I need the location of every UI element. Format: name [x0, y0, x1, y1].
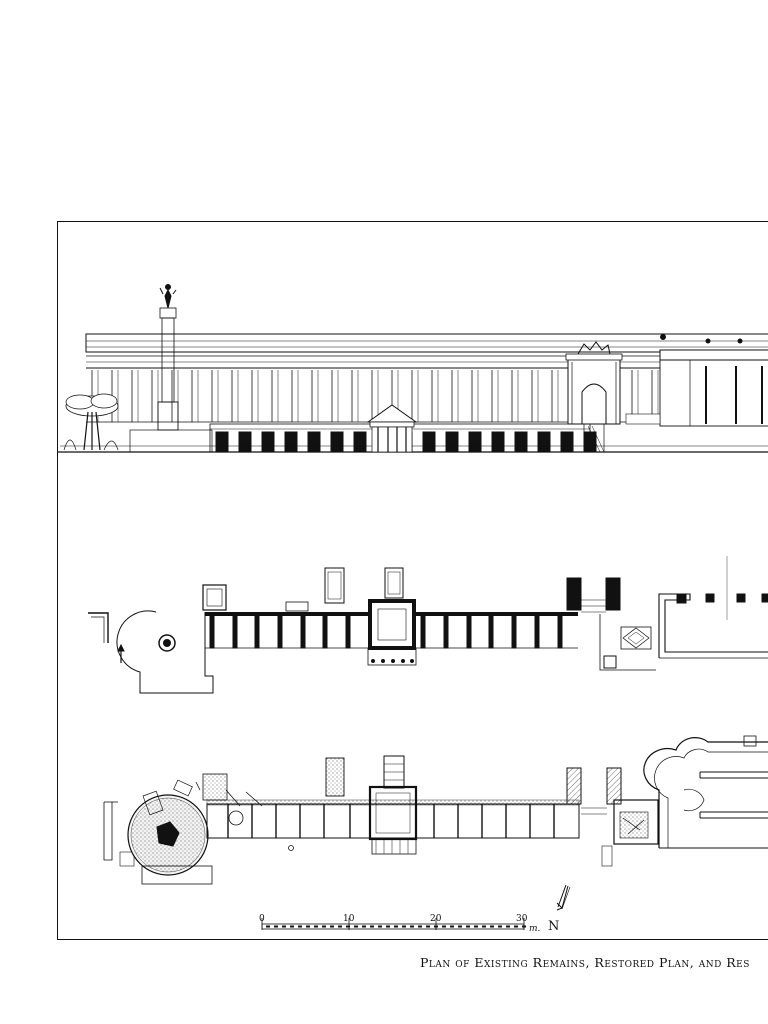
scale-tick-0: 0 — [259, 914, 265, 924]
podium-bay — [422, 431, 436, 453]
scale-bar: 0 10 20 30 m. — [259, 914, 541, 934]
podium-bay — [583, 431, 597, 453]
restored-elevation — [60, 284, 768, 453]
pier — [300, 613, 306, 649]
podium-bay — [468, 431, 482, 453]
pier — [534, 613, 540, 649]
pier — [557, 613, 563, 649]
podium-bay — [284, 431, 298, 453]
podium-bay — [537, 431, 551, 453]
podium-bay — [560, 431, 574, 453]
north-arrow-icon: N — [548, 884, 571, 934]
pier — [511, 613, 517, 649]
podium-bay — [353, 431, 367, 453]
podium-bay — [491, 431, 505, 453]
scale-unit: m. — [529, 924, 541, 934]
podium-bay — [238, 431, 252, 453]
pier — [277, 613, 283, 649]
podium-bay — [215, 431, 229, 453]
pier — [443, 613, 449, 649]
pier — [466, 613, 472, 649]
podium-bay — [261, 431, 275, 453]
plate-caption: Plan of Existing Remains, Restored Plan,… — [420, 955, 750, 970]
pier — [322, 613, 328, 649]
stoa-piers — [209, 613, 563, 649]
north-arrow-small-icon — [117, 643, 125, 663]
podium-bay — [330, 431, 344, 453]
tree-icon — [63, 393, 119, 451]
pier — [254, 613, 260, 649]
pier — [420, 613, 426, 649]
pier — [488, 613, 494, 649]
honorary-column — [157, 284, 179, 431]
central-temple-elevation — [366, 404, 418, 453]
scale-tick-10: 10 — [343, 914, 355, 924]
north-mark: N — [548, 919, 559, 934]
remains-rooms — [227, 804, 555, 838]
podium-bay — [445, 431, 459, 453]
podium-bay — [307, 431, 321, 453]
pier — [345, 613, 351, 649]
right-hall-elevation — [625, 334, 768, 427]
scale-tick-30: 30 — [516, 914, 528, 924]
existing-remains-plan — [103, 735, 768, 885]
triumphal-arch-elevation — [565, 341, 623, 453]
plate-frame — [57, 221, 768, 940]
pier — [209, 613, 215, 649]
podium-bay — [514, 431, 528, 453]
statue-icon — [159, 284, 177, 309]
scale-tick-20: 20 — [430, 914, 442, 924]
restored-plan — [88, 556, 768, 694]
pier — [232, 613, 238, 649]
